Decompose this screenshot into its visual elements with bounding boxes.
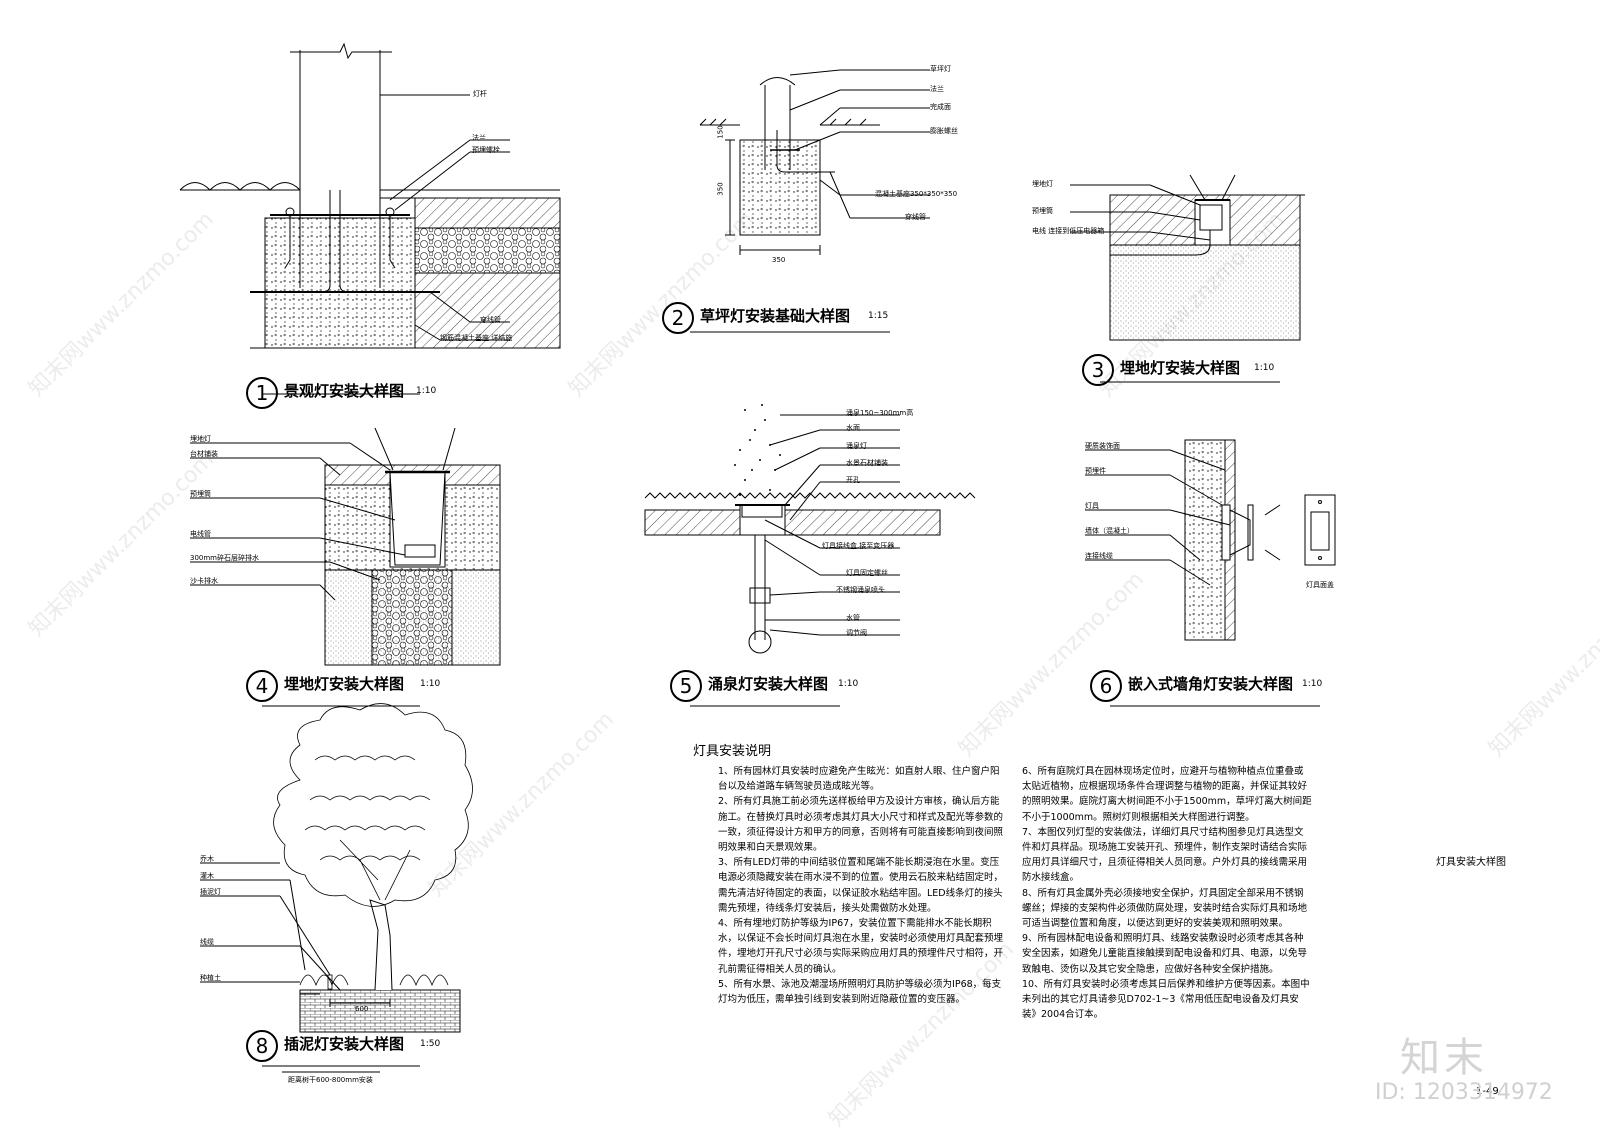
callout-label: 混凝土基座350*350*350 [875, 190, 958, 198]
drawing-number: 8 [246, 1030, 278, 1062]
callout-label: 墙体（混凝土） [1085, 527, 1134, 535]
notes-heading: 灯具安装说明 [693, 744, 772, 759]
drawing-title: 插泥灯安装大样图 [284, 1035, 405, 1053]
sheet-title: 灯具安装大样图 [1436, 857, 1506, 868]
note-item: 2、所有灯具施工前必须先送样板给甲方及设计方审核，确认后方能施工。在替换灯具时必… [718, 796, 1004, 854]
drawing-title: 埋地灯安装大样图 [284, 675, 405, 693]
callout-label: 埋地灯 [1032, 180, 1053, 188]
callout-label: 法兰 [930, 85, 944, 93]
install-note: 距离树干600-800mm安装 [288, 1076, 373, 1084]
note-item: 1、所有园林灯具安装时应避免产生眩光：如直射人眼、住户窗户阳台以及给道路车辆驾驶… [718, 766, 1000, 793]
notes-column-1: 1、所有园林灯具安装时应避免产生眩光：如直射人眼、住户窗户阳台以及给道路车辆驾驶… [718, 764, 1008, 1007]
callout-label: 涌泉150~300mm高 [846, 409, 914, 417]
callout-label: 灯具接线盒,接至变压器 [822, 542, 895, 550]
callout-label: 预埋螺栓 [472, 146, 500, 154]
drawing-scale: 1:50 [420, 1039, 441, 1049]
notes-column-2: 6、所有庭院灯具在园林现场定位时，应避开与植物种植点位重叠或太贴近植物，应根据现… [1022, 764, 1312, 1022]
callout-label: 穿线管 [480, 316, 501, 324]
callout-label: 硬质装饰面 [1085, 442, 1120, 450]
note-item: 4、所有埋地灯防护等级为IP67，安装位置下需能排水不能长期积水，以保证不会长时… [718, 918, 1004, 975]
drawing-title: 景观灯安装大样图 [284, 382, 405, 400]
drawing-number: 4 [246, 670, 278, 702]
sheet-number: 1-49 [1476, 1086, 1499, 1097]
dimension-label: 350 [772, 256, 786, 264]
drawing-number: 3 [1082, 354, 1114, 386]
callout-label: 涌泉灯 [846, 442, 867, 450]
callout-label: 膨胀螺丝 [930, 127, 958, 135]
callout-label: 预埋筒 [190, 490, 211, 498]
callout-label: 插泥灯 [200, 888, 221, 896]
callout-label: 法兰 [472, 134, 486, 142]
drawing-title: 草坪灯安装基础大样图 [700, 307, 851, 325]
note-item: 5、所有水景、泳池及潮湿场所照明灯具防护等级必须为IP68，每支灯均为低压，需单… [718, 978, 1002, 1006]
callout-label: 台材铺装 [190, 450, 218, 458]
note-item: 6、所有庭院灯具在园林现场定位时，应避开与植物种植点位重叠或太贴近植物，应根据现… [1022, 766, 1312, 823]
drawing-number: 5 [670, 670, 702, 702]
callout-label: 水管 [846, 614, 860, 622]
callout-label: 灯具固定螺丝 [846, 569, 888, 577]
callout-label: 灯杆 [473, 90, 487, 98]
drawing-scale: 1:15 [868, 311, 889, 321]
drawing-title: 嵌入式墙角灯安装大样图 [1128, 675, 1294, 693]
callout-label: 预埋筒 [1032, 207, 1053, 215]
callout-label: 草坪灯 [930, 65, 951, 73]
callout-label: 沙卡排水 [190, 577, 218, 585]
callout-label: 电线管 [190, 530, 211, 538]
note-item: 9、所有园林配电设备和照明灯具、线路安装敷设时必须考虑其各种安全因素，如避免儿童… [1022, 933, 1308, 975]
callout-label: 连接线缆 [1085, 552, 1113, 560]
dimension-label: 350 [716, 182, 725, 196]
callout-label: 电线 连接到低压电器箱 [1032, 227, 1105, 235]
drawing-number: 2 [662, 302, 694, 334]
drawing-title: 涌泉灯安装大样图 [708, 675, 829, 693]
callout-label: 种植土 [200, 974, 221, 982]
callout-label: 300mm碎石层碎排水 [190, 554, 259, 562]
dimension-label: 150 [716, 125, 725, 139]
drawing-scale: 1:10 [838, 679, 859, 689]
dimension-label: 600 [355, 1005, 369, 1013]
callout-label: 调节阀 [846, 629, 867, 637]
callout-label: 钢筋混凝土基座 详结施 [440, 334, 513, 342]
callout-label: 灯具 [1085, 502, 1099, 510]
drawing-scale: 1:10 [416, 386, 437, 396]
brand-watermark: 知末 [1400, 1035, 1488, 1081]
callout-label: 穿线管 [905, 213, 926, 221]
drawing-scale: 1:10 [1302, 679, 1323, 689]
callout-label: 线缆 [200, 938, 214, 946]
drawing-title: 埋地灯安装大样图 [1120, 359, 1241, 377]
callout-label: 埋地灯 [190, 435, 211, 443]
note-item: 10、所有灯具安装时必须考虑其日后保养和维护方便等因素。本图中未列出的其它灯具请… [1022, 978, 1310, 1021]
image-id-watermark: ID: 1203314972 [1375, 1080, 1553, 1105]
callout-label: 预埋件 [1085, 467, 1106, 475]
callout-label: 水面 [846, 424, 860, 432]
callout-label: 不锈钢涌泉喷头 [836, 586, 885, 594]
drawing-scale: 1:10 [420, 679, 441, 689]
note-item: 8、所有灯具金属外壳必须接地安全保护，灯具固定全部采用不锈钢螺丝；焊接的支架构件… [1022, 887, 1308, 930]
callout-label: 开孔 [846, 476, 860, 484]
drawing-number: 6 [1090, 670, 1122, 702]
callout-label: 水景石材铺装 [846, 459, 888, 467]
note-item: 7、本图仅列灯型的安装做法，详细灯具尺寸结构图参见灯具选型文件和灯具样品。现场施… [1022, 826, 1308, 884]
note-item: 3、所有LED灯带的中间结驳位置和尾端不能长期浸泡在水里。变压电源必须隐藏安装在… [718, 857, 1004, 914]
callout-label: 灌木 [200, 872, 214, 880]
callout-label: 灯具面盖 [1306, 581, 1334, 589]
callout-label: 完成面 [930, 103, 951, 111]
drawing-scale: 1:10 [1254, 363, 1275, 373]
drawing-number: 1 [246, 377, 278, 409]
callout-label: 乔木 [200, 855, 214, 863]
